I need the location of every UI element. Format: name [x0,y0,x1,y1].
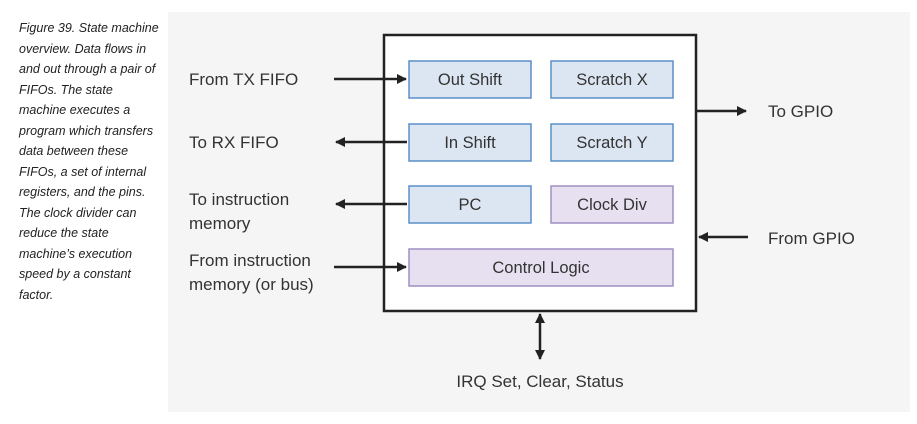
irq-label: IRQ Set, Clear, Status [456,372,623,391]
pc-block: PC [408,185,532,224]
in-shift-label: In Shift [444,134,496,152]
figure-caption: Figure 39. State machine overview. Data … [19,21,159,302]
out-shift-block: Out Shift [408,60,532,99]
from-gpio-label: From GPIO [768,229,855,248]
clock-div-block: Clock Div [550,185,674,224]
scratch-x-block: Scratch X [550,60,674,99]
scratch-y-label: Scratch Y [576,134,647,152]
to-rx-fifo-label: To RX FIFO [189,133,279,152]
to-gpio-label: To GPIO [768,102,833,121]
from-tx-fifo-label: From TX FIFO [189,70,298,89]
to-instruction-memory-label-line2: memory [189,214,251,233]
control-logic-label: Control Logic [492,259,589,277]
out-shift-label: Out Shift [438,71,503,89]
clock-div-label: Clock Div [577,196,647,214]
to-instruction-memory-label-line1: To instruction [189,190,289,209]
control-logic-block: Control Logic [408,248,674,287]
scratch-y-block: Scratch Y [550,123,674,162]
from-instruction-memory-label-line2: memory (or bus) [189,275,314,294]
in-shift-block: In Shift [408,123,532,162]
from-instruction-memory-label-line1: From instruction [189,251,311,270]
pc-label: PC [459,196,482,214]
scratch-x-label: Scratch X [576,71,648,89]
